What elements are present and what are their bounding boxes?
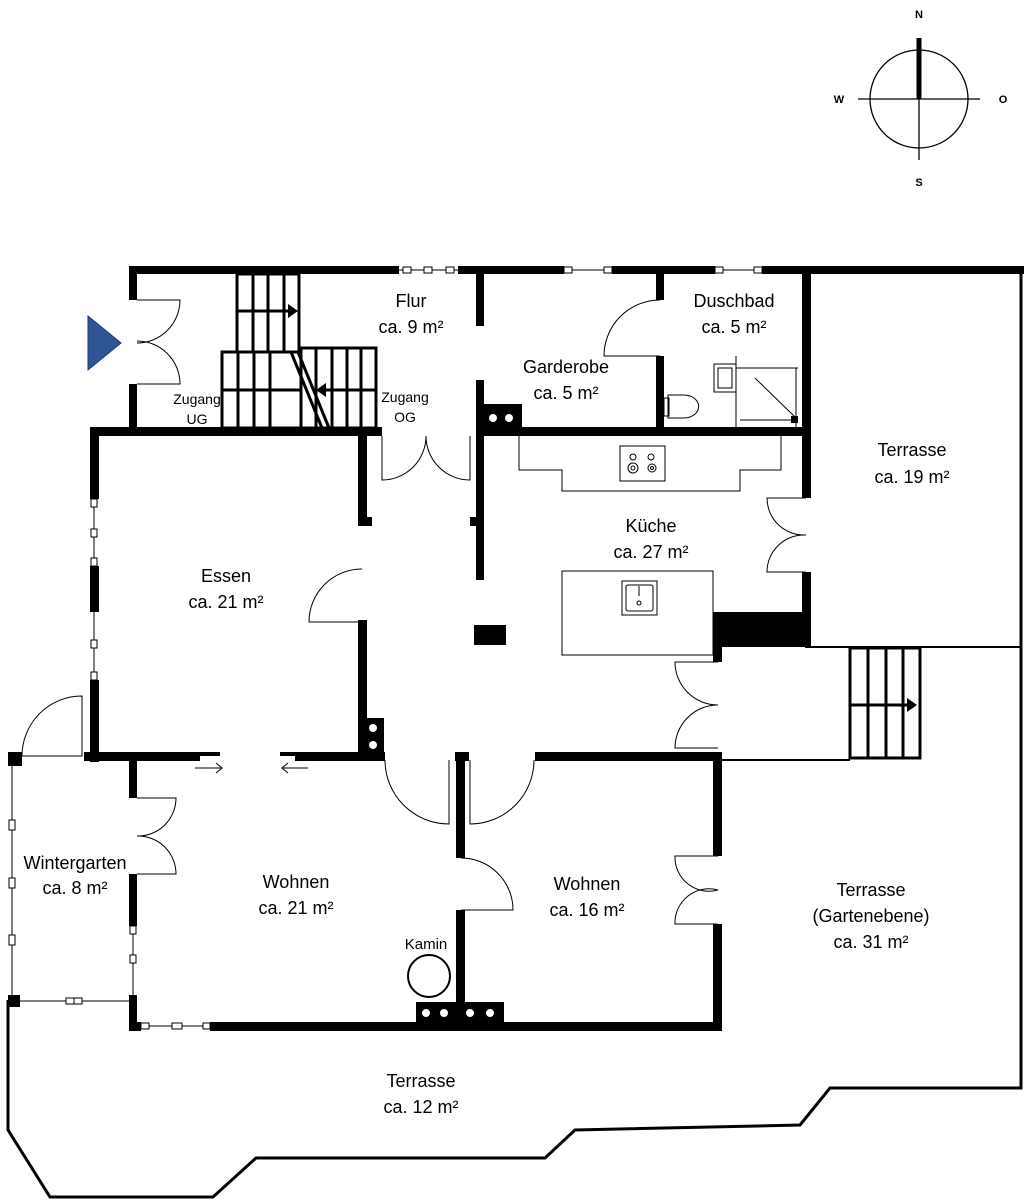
- compass-north-needle: [916, 38, 922, 99]
- kitchen-counter: [518, 436, 782, 656]
- room-area-wohnen-2: ca. 16 m²: [549, 900, 624, 920]
- label-zugang-ug-2: UG: [187, 411, 208, 427]
- room-name-garderobe: Garderobe: [523, 357, 609, 377]
- room-area-wohnen-1: ca. 21 m²: [258, 898, 333, 918]
- fireplace-icon: [407, 954, 451, 998]
- bathroom-fixtures: [663, 356, 798, 427]
- kitchen-island: [561, 570, 714, 656]
- room-area-kueche: ca. 27 m²: [613, 542, 688, 562]
- room-name-terrasse-ost: Terrasse: [877, 440, 946, 460]
- entrance-marker-icon: [87, 314, 122, 372]
- room-name-wohnen-2: Wohnen: [554, 874, 621, 894]
- room-name-essen: Essen: [201, 566, 251, 586]
- room-name-terrasse-garten: Terrasse: [836, 880, 905, 900]
- cooktop-icon: [619, 445, 666, 482]
- label-zugang-og-1: Zugang: [381, 389, 428, 405]
- compass-south-label: S: [915, 177, 922, 189]
- compass-north-label: N: [915, 9, 923, 21]
- pillar: [474, 625, 506, 645]
- room-area-terrasse-garten: ca. 31 m²: [833, 932, 908, 952]
- room-area-flur: ca. 9 m²: [378, 317, 443, 337]
- room-area-essen: ca. 21 m²: [188, 592, 263, 612]
- compass: N S W O: [834, 9, 1008, 189]
- label-zugang-og-2: OG: [394, 409, 416, 425]
- room-area-terrasse-ost: ca. 19 m²: [874, 467, 949, 487]
- room-area-wintergarten: ca. 8 m²: [42, 878, 107, 898]
- label-kamin: Kamin: [405, 936, 448, 953]
- compass-west-label: W: [834, 94, 845, 106]
- doors: [21, 299, 807, 925]
- room-name-wintergarten: Wintergarten: [23, 853, 126, 873]
- chimney-blocks: [362, 404, 522, 1024]
- room-area-duschbad: ca. 5 m²: [701, 317, 766, 337]
- room-name-duschbad: Duschbad: [693, 291, 774, 311]
- toilet-icon: [667, 394, 700, 419]
- stairs: [220, 272, 922, 760]
- terrace-garden-outline: [6, 268, 1023, 1199]
- sink-icon: [621, 580, 658, 616]
- room-sub-terrasse-garten: (Gartenebene): [812, 906, 929, 926]
- room-name-kueche: Küche: [625, 516, 676, 536]
- windows: [8, 266, 763, 1030]
- room-area-terrasse-sued: ca. 12 m²: [383, 1097, 458, 1117]
- room-name-terrasse-sued: Terrasse: [386, 1071, 455, 1091]
- label-zugang-ug-1: Zugang: [173, 391, 220, 407]
- room-name-wohnen-1: Wohnen: [263, 872, 330, 892]
- sliding-door-arrows: [195, 762, 308, 774]
- room-area-garderobe: ca. 5 m²: [533, 383, 598, 403]
- compass-east-label: O: [999, 94, 1008, 106]
- room-labels: Flur ca. 9 m² Duschbad ca. 5 m² Garderob…: [23, 291, 949, 1117]
- room-name-flur: Flur: [396, 291, 427, 311]
